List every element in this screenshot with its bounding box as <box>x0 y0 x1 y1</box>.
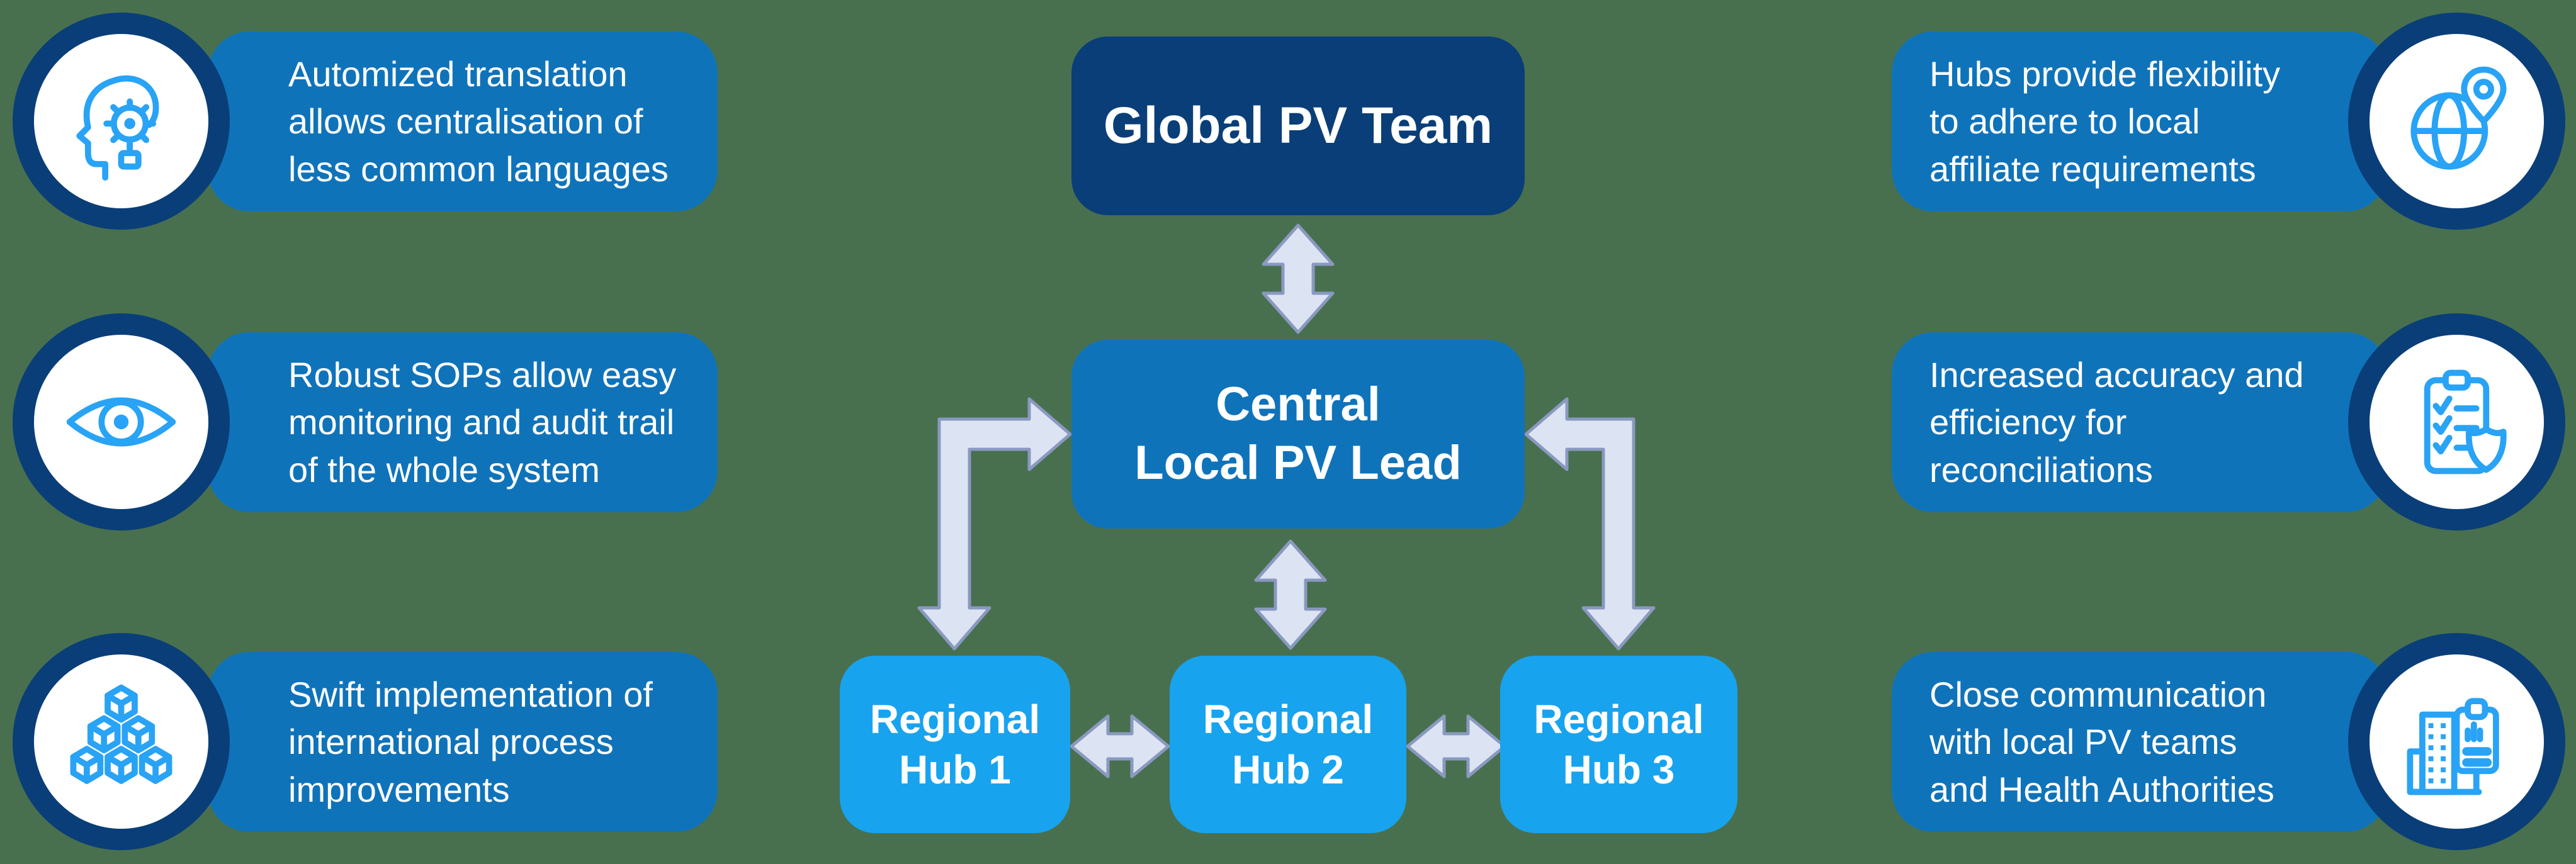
callout-pill: Robust SOPs allow easy monitoring and au… <box>208 332 718 512</box>
icon-badge <box>13 313 230 530</box>
callout-pill: Automized translation allows centralisat… <box>208 31 718 211</box>
head-gear-icon <box>76 75 159 181</box>
icon-badge <box>13 13 230 230</box>
icon-badge <box>2348 633 2565 850</box>
arrow-elbow-central-hub1 <box>917 397 1072 651</box>
callout-pill: Increased accuracy and efficiency for re… <box>1892 332 2388 512</box>
callout-text: Increased accuracy and efficiency for re… <box>1929 354 2304 490</box>
icon-badge <box>13 633 230 850</box>
icon-badge <box>2348 13 2565 230</box>
clipboard-shield-icon <box>2424 369 2507 474</box>
callout-text: Close communication with local PV teams … <box>1929 674 2274 809</box>
callout-pill: Hubs provide flexibility to adhere to lo… <box>1892 31 2388 211</box>
arrow-global-central <box>1262 223 1335 334</box>
callout-text: Automized translation allows centralisat… <box>288 53 669 189</box>
global-pv-team-box: Global PV Team <box>1071 36 1525 215</box>
arrow-central-hub2 <box>1254 539 1327 650</box>
globe-pin-icon <box>2410 66 2507 170</box>
building-report-icon <box>2407 698 2499 795</box>
callout-pill: Close communication with local PV teams … <box>1892 652 2388 832</box>
callout-pill: Swift implementation of international pr… <box>208 652 718 832</box>
regional-hub-2-box: Regional Hub 2 <box>1170 656 1406 833</box>
callout-automized-translation: Automized translation allows centralisat… <box>13 11 724 232</box>
callout-close-communication: Close communication with local PV teams … <box>1867 632 2565 852</box>
icon-badge <box>2348 313 2565 530</box>
callout-hubs-flexibility: Hubs provide flexibility to adhere to lo… <box>1867 11 2565 232</box>
arrow-elbow-central-hub3 <box>1524 397 1656 651</box>
central-local-pv-lead-box: Central Local PV Lead <box>1071 340 1525 529</box>
eye-icon <box>66 397 176 447</box>
callout-swift-implementation: Swift implementation of international pr… <box>13 632 724 852</box>
arrow-hub1-hub2 <box>1070 714 1170 778</box>
callout-text: Swift implementation of international pr… <box>288 674 653 809</box>
callout-robust-sops: Robust SOPs allow easy monitoring and au… <box>13 312 724 532</box>
cubes-icon <box>70 684 172 784</box>
arrow-hub2-hub3 <box>1406 714 1506 778</box>
callout-text: Hubs provide flexibility to adhere to lo… <box>1929 53 2281 189</box>
callout-increased-accuracy: Increased accuracy and efficiency for re… <box>1867 312 2565 532</box>
callout-text: Robust SOPs allow easy monitoring and au… <box>288 354 677 490</box>
regional-hub-3-box: Regional Hub 3 <box>1500 656 1737 833</box>
regional-hub-1-box: Regional Hub 1 <box>840 656 1070 833</box>
